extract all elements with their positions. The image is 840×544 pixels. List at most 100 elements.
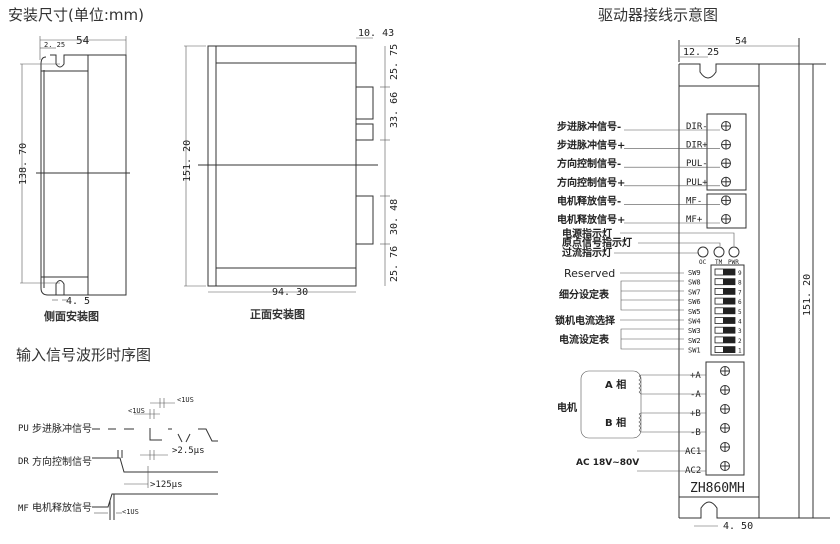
terminal-screw-icon	[721, 176, 731, 187]
front-seg4: 25. 76	[389, 246, 400, 282]
terminal-screw-icon	[721, 121, 731, 131]
group-reserved: Reserved	[564, 267, 615, 280]
switch-name: SW6	[688, 298, 701, 306]
front-seg2: 33. 66	[389, 92, 400, 128]
switch-name: SW9	[688, 269, 701, 277]
indicator-label-power: 电源指示灯	[562, 227, 612, 240]
phase-a-label: A 相	[605, 378, 626, 391]
switch-name: SW5	[688, 308, 701, 316]
terminal-label: PUL+	[686, 178, 708, 188]
wiring-title: 驱动器接线示意图	[598, 6, 718, 24]
terminal-screw-icon	[721, 158, 731, 169]
timing-diagram: PU 步进脉冲信号 DR 方向控制信号 MF 电机释放信号 <1US <1US …	[18, 396, 218, 520]
led-label-pwr: PWR	[728, 259, 739, 266]
led-label-oc: OC	[699, 259, 707, 266]
switch-number: 7	[738, 289, 742, 296]
led-tm	[713, 246, 725, 258]
signal-terminal-row: 步进脉冲信号- DIR-	[557, 120, 731, 133]
front-seg1: 25. 75	[389, 44, 400, 80]
power-terminal-row: -B	[690, 423, 730, 438]
terminal-label: MF-	[686, 196, 702, 206]
dip-switch-row[interactable]: SW1 1	[688, 346, 742, 355]
side-view-caption: 侧面安装图	[44, 309, 99, 323]
terminal-screw-icon	[720, 385, 730, 395]
wiring-height: 151. 20	[802, 274, 813, 316]
signal-terminal-row: 电机释放信号+MF+	[557, 213, 731, 226]
group-microstep: 细分设定表	[559, 288, 610, 301]
dip-switch-row[interactable]: SW7 7	[688, 287, 742, 296]
switch-number: 3	[738, 328, 742, 335]
switch-number: 9	[738, 270, 742, 277]
timing-annotation-t2: <1US	[128, 407, 145, 415]
wiring-slot-offset: 12. 25	[683, 47, 719, 58]
signal-label: 方向控制信号-	[557, 157, 621, 170]
switch-number: 8	[738, 280, 742, 287]
signal-label: 方向控制信号+	[557, 176, 625, 189]
signal-terminal-row: 步进脉冲信号+ DIR+	[557, 139, 731, 152]
terminal-screw-icon	[721, 214, 731, 224]
dip-switch-row[interactable]: SW4 4	[688, 317, 742, 326]
signal-terminal-row: 方向控制信号- PUL-	[557, 157, 731, 170]
dip-switch-row[interactable]: SW9 9	[688, 268, 742, 277]
timing-annotation-t4: >125μs	[150, 480, 183, 490]
signal-terminal-row: 电机释放信号-MF-	[557, 194, 731, 207]
side-slot-width: 4. 5	[66, 296, 90, 307]
side-slot-offset: 2. 25	[44, 41, 65, 49]
dip-switch-row[interactable]: SW8 8	[688, 278, 742, 287]
front-view-caption: 正面安装图	[250, 307, 305, 321]
led-label-tm: TM	[715, 259, 723, 266]
switch-number: 4	[738, 319, 742, 326]
power-terminal-row: +A	[690, 366, 730, 381]
group-lock-current: 锁机电流选择	[555, 314, 616, 327]
motor: 电机 A 相 B 相 AC 18V~80V	[557, 370, 706, 472]
terminal-screw-icon	[720, 442, 730, 452]
power-terminal-block	[705, 361, 745, 476]
dip-switch-row[interactable]: SW3 3	[688, 326, 742, 335]
motor-label: 电机	[557, 401, 577, 414]
power-terminal-row: AC2	[685, 461, 730, 476]
timing-annotation-t3: >2.5μs	[172, 446, 205, 456]
led-pwr	[728, 246, 740, 258]
wiring-slot-width: 4. 50	[723, 521, 753, 532]
switch-name: SW7	[688, 288, 701, 296]
signal-label: 步进脉冲信号-	[557, 120, 621, 133]
switch-number: 2	[738, 338, 742, 345]
front-view: 151. 20 94. 30 正面安装图 10. 43 25. 75 33. 6…	[182, 28, 400, 321]
signal-terminal-row: 方向控制信号+ PUL+	[557, 176, 731, 189]
mounting-title: 安装尺寸(单位:mm)	[8, 6, 144, 24]
side-height: 138. 70	[18, 143, 29, 185]
indicators: 电源指示灯 原点信号指示灯 过流指示灯 OC TM PWR	[562, 227, 740, 266]
terminal-label: PUL-	[686, 159, 708, 169]
power-terminal-row: -A	[690, 385, 730, 400]
front-seg3: 30. 48	[389, 199, 400, 235]
power-terminal-row: AC1	[685, 442, 730, 457]
terminal-label: DIR-	[686, 122, 708, 132]
signal-label-pu: 步进脉冲信号	[32, 422, 92, 435]
terminal-label: AC1	[685, 447, 701, 457]
signal-label: 步进脉冲信号+	[557, 139, 625, 152]
switch-name: SW3	[688, 327, 701, 335]
switch-groups: Reserved 细分设定表 锁机电流选择 电流设定表	[555, 267, 684, 350]
indicator-label-origin: 原点信号指示灯	[562, 236, 632, 249]
timing-annotation-t1: <1US	[177, 396, 194, 404]
front-height: 151. 20	[182, 140, 193, 182]
power-supply-label: AC 18V~80V	[576, 458, 639, 468]
phase-b-label: B 相	[605, 416, 626, 429]
switch-name: SW8	[688, 279, 701, 287]
switch-name: SW4	[688, 318, 701, 326]
switch-number: 1	[738, 348, 742, 355]
signal-label: 电机释放信号+	[557, 213, 625, 226]
terminal-label: DIR+	[686, 141, 708, 151]
terminal-screw-icon	[720, 461, 730, 471]
signal-terminal-block	[706, 113, 747, 229]
terminal-label: +A	[690, 371, 701, 381]
side-view: 2. 25 54 138. 70 4. 5 侧面安装图	[18, 34, 130, 323]
switch-name: SW1	[688, 347, 701, 355]
timing-annotation-t5: <1US	[122, 508, 139, 516]
led-oc	[697, 246, 709, 258]
timing-title: 输入信号波形时序图	[16, 346, 151, 364]
indicator-label-overcurrent: 过流指示灯	[562, 246, 612, 259]
